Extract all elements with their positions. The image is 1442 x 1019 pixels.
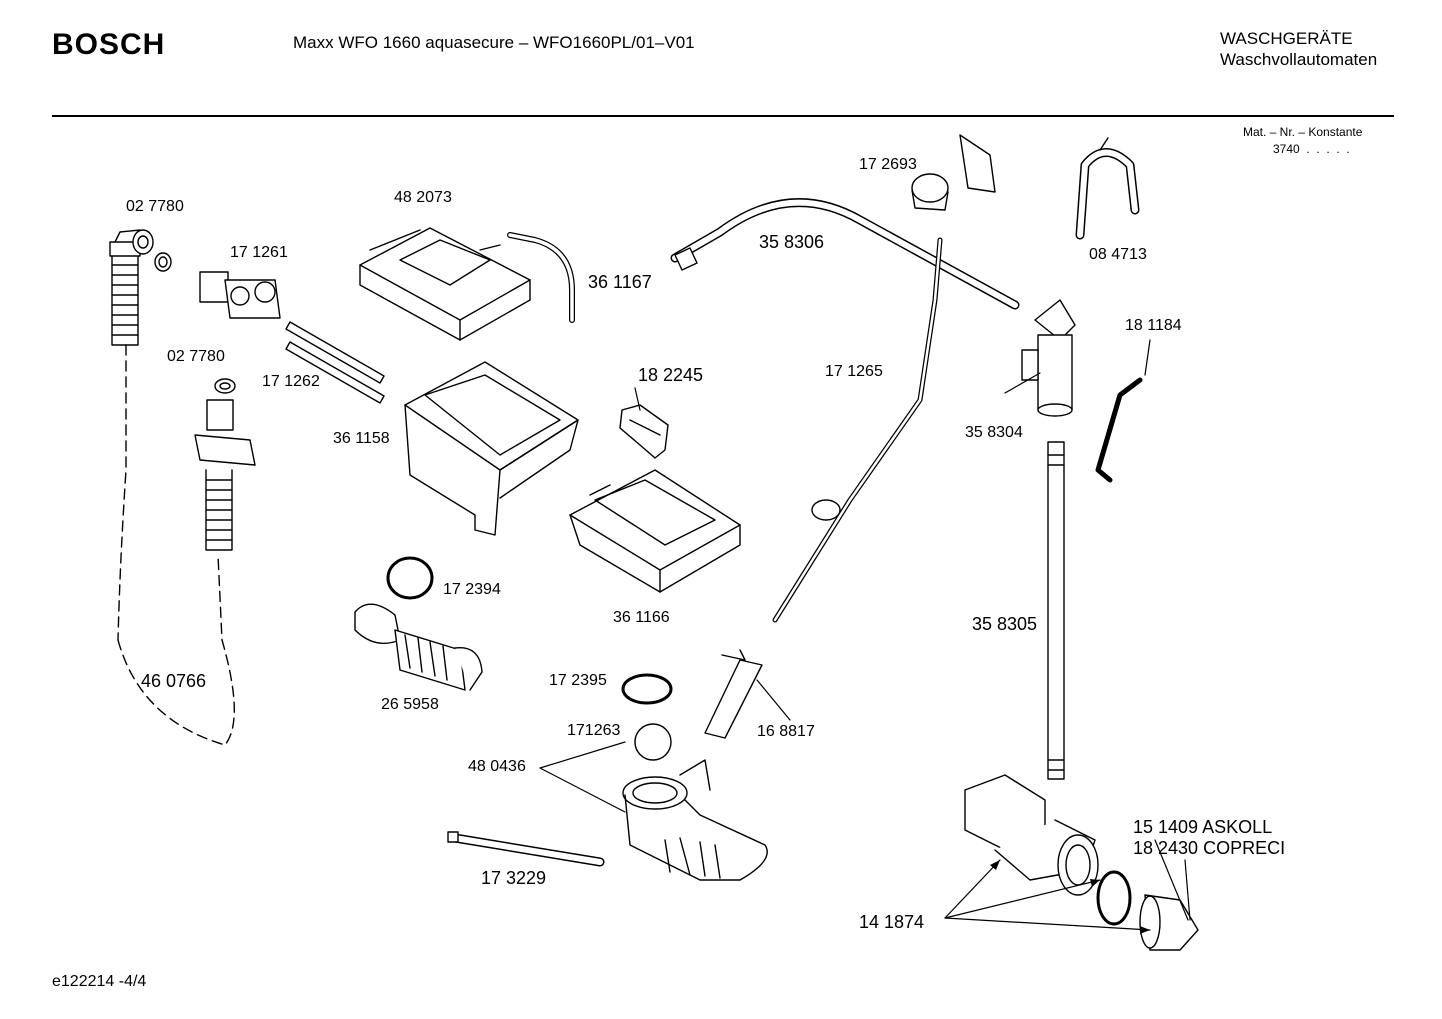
part-label: 15 1409 ASKOLL [1133, 817, 1273, 837]
part-label: 16 8817 [757, 723, 815, 740]
bellows-hose-part [354, 603, 483, 691]
pressure-switch-part [772, 134, 996, 623]
vertical-hose-part [1047, 441, 1065, 780]
part-label: 48 0436 [468, 758, 526, 775]
part-label: 17 1262 [262, 373, 320, 390]
arrow-heads [990, 860, 1150, 934]
detergent-drawer-part [569, 469, 741, 593]
material-number-label: Mat. – Nr. – Konstante [1243, 125, 1363, 139]
part-label: 36 1166 [613, 609, 670, 626]
part-label: 18 2430 COPRECI [1133, 838, 1286, 858]
part-label: 36 1167 [588, 272, 652, 292]
part-label: 35 8306 [759, 232, 825, 252]
part-label: 17 2693 [859, 156, 917, 173]
part-label: 17 2395 [549, 672, 607, 689]
header-divider [52, 115, 1394, 117]
material-number-value: 3740 . . . . . [1273, 142, 1350, 156]
solenoid-valve-part [199, 271, 281, 319]
part-label: 17 3229 [481, 868, 547, 888]
part-label: 02 7780 [126, 198, 184, 215]
part-label: 17 1261 [230, 244, 288, 261]
float-ball-part [634, 723, 672, 761]
category-subtitle: Waschvollautomaten [1220, 50, 1378, 69]
connection-tubes-part [285, 321, 385, 404]
part-label: 46 0766 [141, 671, 207, 691]
siphon-cap-part [619, 404, 669, 459]
dispenser-housing-part [404, 361, 579, 536]
drain-hose-part [447, 831, 605, 867]
seal-ring-part [386, 556, 434, 600]
hose-clip-part [1075, 137, 1140, 240]
leader-lines [539, 339, 1191, 931]
part-label: 35 8304 [965, 424, 1023, 441]
footer-code: e122214 -4/4 [52, 973, 147, 990]
part-label: 26 5958 [381, 696, 439, 713]
part-label: 18 2245 [638, 365, 704, 385]
part-label: 02 7780 [167, 348, 225, 365]
dispenser-cover-part [359, 227, 531, 341]
category-title: WASCHGERÄTE [1220, 29, 1353, 48]
part-label: 48 2073 [394, 189, 452, 206]
ntc-sensor-part [704, 649, 763, 739]
inlet-hose-part [109, 229, 235, 746]
part-label: 17 2394 [443, 581, 501, 598]
part-label: 08 4713 [1089, 246, 1147, 263]
part-label: 14 1874 [859, 912, 925, 932]
part-label: 36 1158 [333, 430, 390, 447]
brand-logo: BOSCH [52, 28, 166, 61]
pressure-hose-part [670, 198, 1020, 310]
part-label: 171263 [567, 722, 621, 739]
bracket-wire-part [1095, 377, 1143, 483]
sump-housing-part [622, 759, 768, 881]
part-label: 35 8305 [972, 614, 1038, 634]
air-trap-part [1021, 299, 1076, 417]
part-label: 18 1184 [1125, 317, 1182, 334]
inlet-connector-part [194, 378, 256, 551]
drain-pump-part [964, 774, 1199, 951]
seal-ring-part [621, 673, 673, 705]
part-label: 17 1265 [825, 363, 883, 380]
model-title: Maxx WFO 1660 aquasecure – WFO1660PL/01–… [293, 33, 695, 52]
